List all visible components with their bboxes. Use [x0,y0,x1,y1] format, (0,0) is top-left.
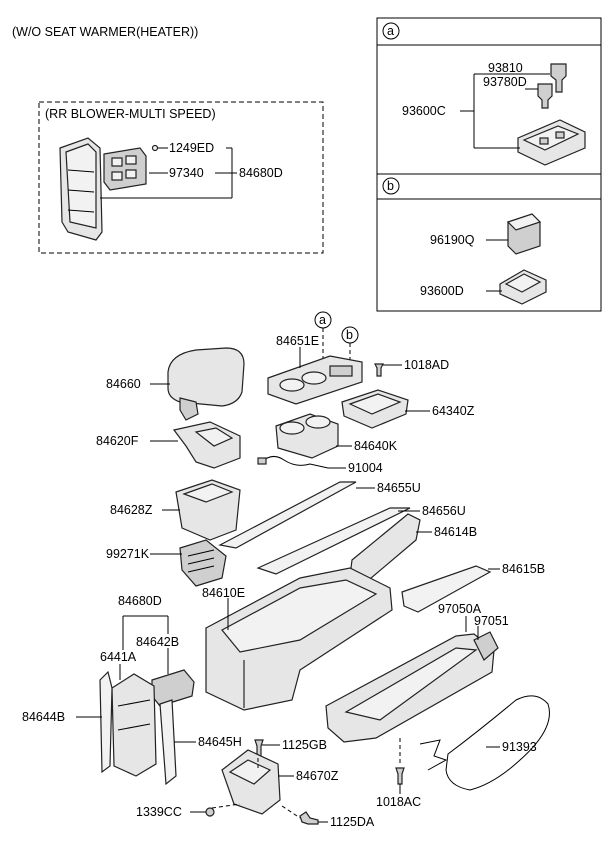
label-91393: 91393 [502,740,537,754]
label-84670Z: 84670Z [296,769,339,783]
detail-b-marker [382,177,400,195]
label-84614B: 84614B [434,525,477,539]
trim-84656U [256,507,411,575]
label-84644B: 84644B [22,710,65,724]
label-84651E: 84651E [276,334,319,348]
detail-b-letter: b [387,179,394,193]
label-84615B: 84615B [502,562,545,576]
main-exploded-view: a b [22,311,550,829]
label-93810: 93810 [488,61,523,75]
label-96190Q: 96190Q [430,233,475,247]
inset-switch-drawing [103,147,147,191]
label-1125GB: 1125GB [282,738,327,752]
callout-a-letter: a [319,313,326,327]
detail-box-panel: a b 93810 93780D 93600C 96190Q 93600D [376,17,602,312]
inset-title: (RR BLOWER-MULTI SPEED) [45,107,216,121]
screw-1018AD [374,363,384,377]
label-84640K: 84640K [354,439,398,453]
clip-1339CC [205,807,215,817]
detail-box-border [376,17,602,312]
label-91004: 91004 [348,461,383,475]
plug-93810-drawing [550,63,567,93]
screw-1018AC [395,767,405,785]
label-84660: 84660 [106,377,141,391]
label-97340: 97340 [169,166,204,180]
label-84610E: 84610E [202,586,245,600]
label-97050A: 97050A [438,602,482,616]
bezel-84644B [99,670,113,774]
armrest-base-84620F [172,421,241,469]
label-93600D: 93600D [420,284,464,298]
label-1125DA: 1125DA [330,815,375,829]
variant-note: (W/O SEAT WARMER(HEATER)) [12,25,198,39]
label-6441A: 6441A [100,650,137,664]
vent-99271K [179,539,227,587]
label-99271K: 99271K [106,547,150,561]
label-93600C: 93600C [402,104,446,118]
label-1018AC: 1018AC [376,795,421,809]
inset-rr-blower: (RR BLOWER-MULTI SPEED) 1249ED 97340 846… [38,101,324,254]
label-1249ED: 1249ED [169,141,214,155]
harness-91393 [445,695,550,791]
detail-a-marker [382,22,400,40]
label-1339CC: 1339CC [136,805,182,819]
label-1018AD: 1018AD [404,358,449,372]
switch-84642B [151,669,195,707]
label-84680D-inset: 84680D [239,166,283,180]
plug-93780D-drawing [537,83,553,109]
armrest-lid-84660 [167,347,245,407]
trim-strip-84655U [218,481,357,549]
label-84680D: 84680D [118,594,162,608]
label-93780D: 93780D [483,75,527,89]
bolt-1125DA [299,811,319,825]
label-84655U: 84655U [377,481,421,495]
inset-dashed-border [38,101,324,254]
label-64340Z: 64340Z [432,404,475,418]
callout-b-letter: b [346,328,353,342]
label-84620F: 84620F [96,434,139,448]
label-97051: 97051 [474,614,509,628]
inset-screw [151,144,159,152]
detail-a-letter: a [387,24,394,38]
panel-84615B [401,565,492,613]
duct-cap-97051 [473,631,499,661]
rear-panel-6441A [111,673,157,777]
side-trim-84645H [159,699,177,786]
label-84645H: 84645H [198,735,242,749]
wiring-91004 [261,456,329,469]
label-84628Z: 84628Z [110,503,153,517]
label-84656U: 84656U [422,504,466,518]
label-84642B: 84642B [136,635,179,649]
